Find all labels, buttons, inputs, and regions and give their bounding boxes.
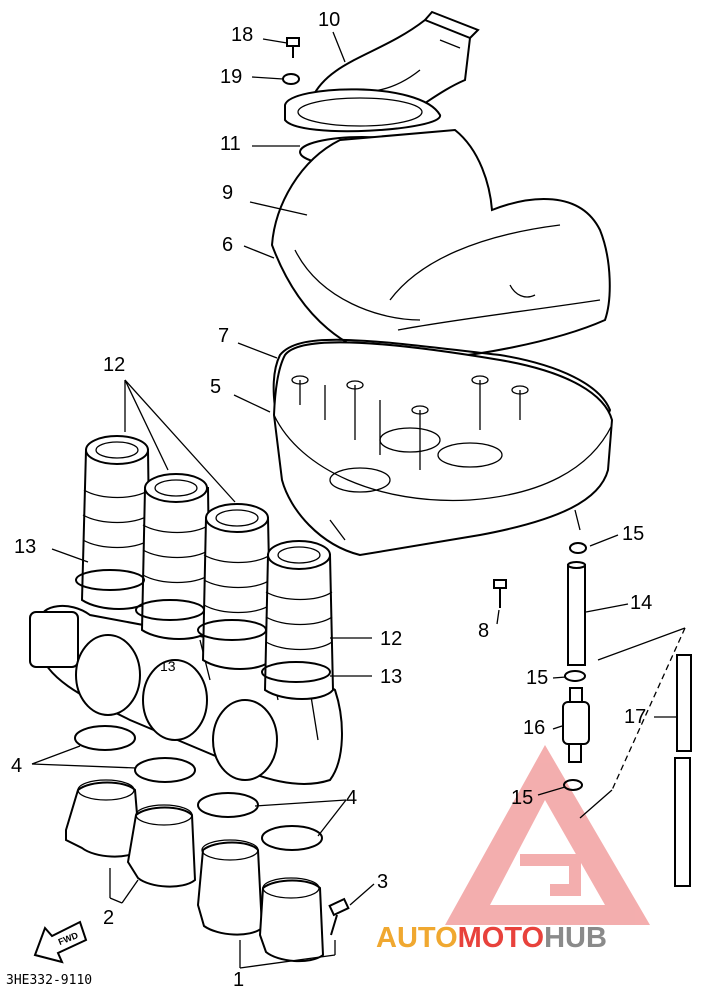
callout-1: 1 (233, 969, 244, 991)
watermark-moto: MOTO (458, 922, 544, 954)
clamp-4-d (261, 825, 323, 851)
callout-8: 8 (478, 620, 489, 642)
clamp-13-d (261, 661, 331, 683)
callout-11: 11 (220, 133, 241, 155)
cap-plate-10 (284, 88, 442, 133)
clamp-4-b (134, 757, 196, 783)
callout-7: 7 (218, 325, 229, 347)
air-cleaner-case-5 (272, 341, 614, 557)
clamp-13-b (135, 599, 205, 621)
drain-plug-16 (562, 687, 590, 763)
callout-15-middle: 15 (526, 667, 548, 689)
callout-10: 10 (318, 9, 340, 31)
callout-15-bottom: 15 (511, 787, 533, 809)
callout-9: 9 (222, 182, 233, 204)
bolt-18 (286, 37, 300, 58)
callout-18: 18 (231, 24, 253, 46)
screw-3 (328, 897, 350, 936)
callout-13-mid: 13 (160, 658, 176, 674)
callout-4-left: 4 (11, 755, 22, 777)
callout-13-right: 13 (380, 666, 402, 688)
leader-lines (31, 31, 677, 969)
drain-hose-14 (567, 561, 586, 666)
watermark-wordmark: AUTOMOTOHUB (376, 922, 607, 954)
breather-hose-17 (579, 627, 692, 887)
carb-joint-1-a (196, 839, 264, 936)
callout-17: 17 (624, 706, 646, 728)
carb-joint-2-a (65, 779, 142, 858)
callout-19: 19 (220, 66, 242, 88)
watermark-triangle-icon (445, 745, 650, 925)
callout-12-top: 12 (103, 354, 125, 376)
callout-6: 6 (222, 234, 233, 256)
clip-15-top (569, 542, 587, 554)
callout-14: 14 (630, 592, 652, 614)
carb-joint-2-b (126, 804, 197, 888)
callout-4-right: 4 (346, 787, 357, 809)
callout-16: 16 (523, 717, 545, 739)
callout-15-top: 15 (622, 523, 644, 545)
callout-12-right: 12 (380, 628, 402, 650)
callout-13-left: 13 (14, 536, 36, 558)
forward-arrow-icon: FWD (33, 920, 88, 964)
carb-joint-1-b (258, 877, 325, 963)
callout-labels: 18 10 19 11 9 6 7 5 12 13 13 12 13 15 14… (11, 9, 652, 991)
callout-3: 3 (377, 871, 388, 893)
watermark-g-mark-icon (520, 854, 581, 896)
clamp-13-a (75, 569, 145, 591)
watermark-logo (445, 745, 650, 925)
screw-8 (493, 579, 507, 608)
watermark-auto: AUTO (376, 922, 458, 954)
clamp-4-a (74, 725, 136, 751)
joint-stack-3 (201, 503, 273, 670)
callout-5: 5 (210, 376, 221, 398)
joint-stack-1 (80, 435, 152, 610)
callout-2: 2 (103, 907, 114, 929)
carburetor-assembly (29, 604, 343, 785)
clamp-4-c (197, 792, 259, 818)
case-cap-6 (270, 128, 611, 362)
clamp-13-c (197, 619, 267, 641)
washer-19 (282, 73, 300, 85)
diagram-code: 3HE332-9110 (6, 973, 92, 988)
watermark-hub: HUB (544, 922, 607, 954)
clip-15-middle (564, 670, 586, 682)
clip-15-bottom (563, 779, 583, 791)
joint-stack-4 (263, 540, 335, 700)
